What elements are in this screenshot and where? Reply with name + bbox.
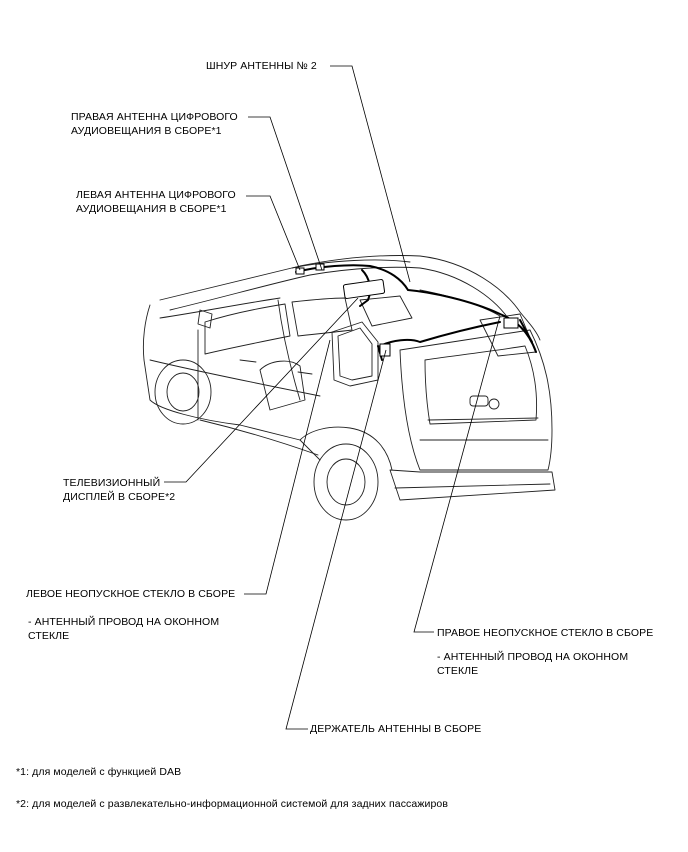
leader-left-fixed-glass [244,339,331,595]
footnote-2: *2: для моделей с развлекательно-информа… [16,798,448,810]
leader-left-dab-antenna [246,195,301,271]
leader-antenna-holder [285,349,387,730]
label-left-dab-antenna: ЛЕВАЯ АНТЕННА ЦИФРОВОГО АУДИОВЕЩАНИЯ В С… [76,189,236,215]
label-antenna-holder: ДЕРЖАТЕЛЬ АНТЕННЫ В СБОРЕ [310,723,482,735]
label-tv-display: ТЕЛЕВИЗИОННЫЙ ДИСПЛЕЙ В СБОРЕ*2 [63,477,176,503]
label-left-fixed-glass: ЛЕВОЕ НЕОПУСКНОЕ СТЕКЛО В СБОРЕ [26,588,236,600]
vehicle-roof [159,255,541,341]
antenna-module [342,279,386,299]
leader-right-dab-antenna [248,116,323,271]
label-antenna-cord-2: ШНУР АНТЕННЫ № 2 [206,60,317,72]
leader-tv-display [164,297,359,483]
label-right-dab-antenna: ПРАВАЯ АНТЕННА ЦИФРОВОГО АУДИОВЕЩАНИЯ В … [71,111,238,137]
label-left-glass-wire: - АНТЕННЫЙ ПРОВОД НА ОКОННОМ СТЕКЛЕ [28,616,220,642]
leader-antenna-cord-2 [330,65,411,283]
rear-hatch [399,329,553,471]
leader-right-fixed-glass [413,315,501,633]
footnote-1: *1: для моделей с функцией DAB [16,766,182,778]
front-wheel [154,359,212,425]
vehicle-body-side [142,304,321,461]
rear-wheel [313,443,379,521]
label-right-glass-wire: - АНТЕННЫЙ ПРОВОД НА ОКОННОМ СТЕКЛЕ [437,651,629,677]
label-right-fixed-glass: ПРАВОЕ НЕОПУСКНОЕ СТЕКЛО В СБОРЕ [437,627,654,639]
